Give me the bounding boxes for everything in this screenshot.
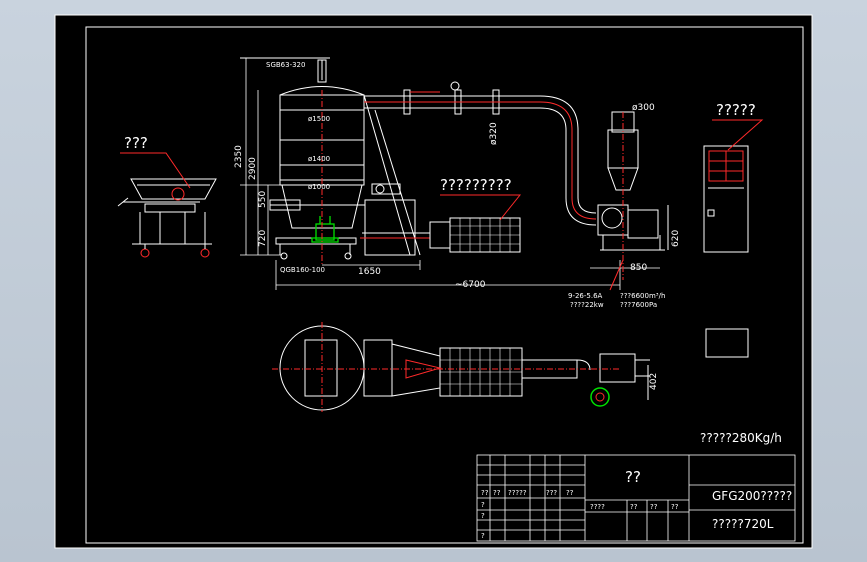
dust-collector-model-label: SGB63-320 (266, 61, 305, 69)
fan-pressure-label: ???7600Pa (620, 301, 657, 309)
dim-402-label: 402 (649, 373, 659, 390)
dryer-motor (311, 216, 339, 243)
dia-1400-label: ø1400 (308, 155, 330, 163)
cabinet-callout-label: ????? (716, 101, 756, 119)
dim-2350-label: 2350 (234, 145, 244, 168)
cabinet-leader-line (712, 119, 764, 151)
plan-cone (405, 359, 442, 379)
control-cabinet (703, 145, 749, 253)
dim-550-label: 550 (258, 191, 268, 208)
fan-airflow-label: ???6600m³/h (620, 292, 665, 300)
side-marks: ? ? ? (481, 501, 485, 540)
feeder-leader-line (120, 152, 191, 189)
title-block-title: ?? (625, 468, 641, 486)
plan-fan-motor (590, 387, 610, 407)
title-block-model: GFG200????? (712, 489, 792, 503)
drawing-inner-frame (85, 26, 804, 544)
dim-850-label: 850 (630, 263, 647, 273)
side-mark: ? (481, 532, 485, 540)
heater-callout-label: ????????? (440, 176, 512, 194)
plan-heater-grid (440, 348, 522, 396)
sign-header: ?? (671, 503, 679, 511)
dim-620-label: 620 (671, 230, 681, 247)
heater-leader-line (440, 194, 522, 221)
feeder-cart (117, 178, 217, 258)
dia-1000-label: ø1000 (308, 183, 330, 191)
dim-720-label: 720 (258, 230, 268, 247)
title-block-volume: ?????720L (712, 517, 774, 531)
dim-6700-label: ~6700 (455, 280, 486, 290)
drawing-sheet (54, 14, 813, 549)
capacity-label: ?????280Kg/h (700, 431, 782, 445)
fluid-bed-dryer-elevation (240, 57, 430, 260)
side-mark: ? (481, 512, 485, 520)
air-duct (364, 81, 597, 226)
duct-flow-line (364, 101, 597, 220)
revision-header: ??? (546, 489, 557, 497)
revision-header: ?? (493, 489, 501, 497)
valve-model-label: QGB160-100 (280, 266, 325, 274)
sign-header: ???? (590, 503, 605, 511)
fan-leader-line (609, 259, 624, 291)
dia-320-label: ø320 (489, 122, 499, 145)
sign-header: ?? (650, 503, 658, 511)
sign-headers: ???? ?? ?? ?? (590, 503, 679, 511)
dia-1500-label: ø1500 (308, 115, 330, 123)
revision-header: ?? (566, 489, 574, 497)
revision-header: ????? (508, 489, 527, 497)
fan-model-label: 9-26-5.6A (568, 292, 603, 300)
dim-2900-label: 2900 (248, 157, 258, 180)
side-mark: ? (481, 501, 485, 509)
heater-grid (450, 218, 520, 252)
dim-1650-label: 1650 (358, 267, 381, 277)
fan-power-label: ????22kw (570, 301, 604, 309)
plan-fan-motor-hub (595, 392, 605, 402)
sign-header: ?? (630, 503, 638, 511)
horizontal-dimensions (275, 260, 660, 290)
revision-header: ?? (481, 489, 489, 497)
vertical-dimensions (240, 58, 282, 256)
feeder-callout-label: ??? (124, 134, 148, 152)
dia-300-label: ø300 (632, 103, 655, 113)
revision-headers: ?? ?? ????? ??? ?? (481, 489, 574, 497)
title-block (476, 454, 796, 542)
